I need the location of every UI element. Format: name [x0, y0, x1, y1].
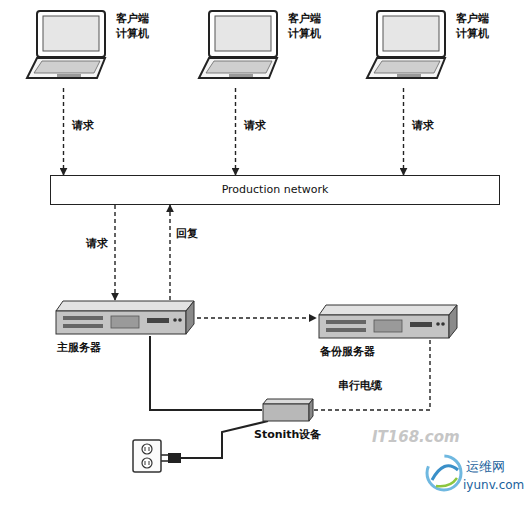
laptop-outline — [365, 10, 450, 82]
edge-label: 串行电缆 — [338, 378, 382, 393]
client-computer: 客户端 计算机 — [25, 10, 110, 82]
watermark: 运维网 — [466, 458, 505, 476]
connector — [169, 205, 170, 300]
plug — [168, 453, 181, 463]
connector — [403, 88, 404, 175]
connector — [314, 340, 430, 410]
node-label: 客户端 计算机 — [116, 12, 149, 42]
edge-label: 请求 — [244, 118, 266, 133]
connector — [63, 88, 64, 175]
connector — [150, 336, 262, 410]
server-outline — [318, 304, 458, 340]
power-outlet — [133, 440, 161, 472]
connector — [235, 88, 236, 175]
outlet-slot — [145, 461, 146, 465]
outlet-socket — [142, 458, 152, 468]
server-outline — [55, 300, 195, 336]
node-label: 客户端 计算机 — [456, 12, 489, 42]
laptop-outline — [197, 10, 282, 82]
node-label: 客户端 计算机 — [288, 12, 321, 42]
node-label: Stonith设备 — [254, 428, 321, 443]
logo-swirl — [432, 466, 458, 480]
watermark: iyunv.com — [463, 478, 524, 492]
server-box: 备份服务器 — [318, 304, 458, 340]
plug-prong — [161, 460, 168, 462]
connector — [197, 317, 316, 318]
logo-swirl — [436, 478, 457, 486]
outlet-slot — [149, 461, 150, 465]
plug-prong — [161, 454, 168, 456]
device-outline — [262, 398, 314, 422]
stonith-device: Stonith设备 — [262, 398, 314, 422]
node-label: Production network — [51, 176, 499, 204]
node-label: 主服务器 — [57, 341, 101, 356]
laptop-outline — [25, 10, 110, 82]
node-label: 备份服务器 — [320, 345, 375, 360]
outlet-slot — [145, 447, 146, 451]
edge-label: 请求 — [86, 236, 108, 251]
edge-label: 回复 — [176, 226, 198, 241]
connector — [114, 205, 115, 300]
client-computer: 客户端 计算机 — [365, 10, 450, 82]
outlet-socket — [142, 444, 152, 454]
edge-label: 请求 — [412, 118, 434, 133]
server-box: 主服务器 — [55, 300, 195, 336]
watermark: IT168.com — [372, 428, 460, 446]
network-bar: Production network — [50, 175, 500, 205]
logo-ring — [427, 456, 461, 490]
outlet-slot — [149, 447, 150, 451]
client-computer: 客户端 计算机 — [197, 10, 282, 82]
edge-label: 请求 — [72, 118, 94, 133]
